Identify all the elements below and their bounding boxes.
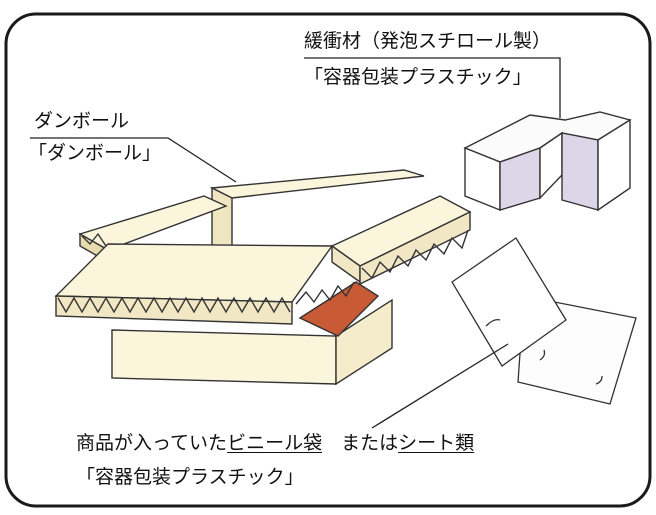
bag-or: または [322, 432, 399, 454]
leader-lines [30, 57, 561, 429]
cardboard-label: ダンボール [34, 110, 130, 132]
bag-category-label: 「容器包装プラスチック」 [76, 466, 304, 488]
bag-prefix: 商品が入っていた [76, 432, 228, 454]
plastic-sheets-drawing [451, 237, 637, 405]
cardboard-category-label: 「ダンボール」 [28, 142, 162, 164]
bag-description: 商品が入っていたビニール袋 またはシート類 [76, 432, 474, 454]
bag-name: ビニール袋 [227, 432, 323, 454]
frame [4, 12, 652, 508]
sheet-name: シート類 [398, 432, 475, 454]
cardboard-box-drawing [54, 169, 472, 386]
foam-cushion-drawing [463, 111, 632, 212]
cushion-category-label: 「容器包装プラスチック」 [304, 66, 532, 88]
cushion-label: 緩衝材（発泡スチロール製） [304, 30, 552, 52]
